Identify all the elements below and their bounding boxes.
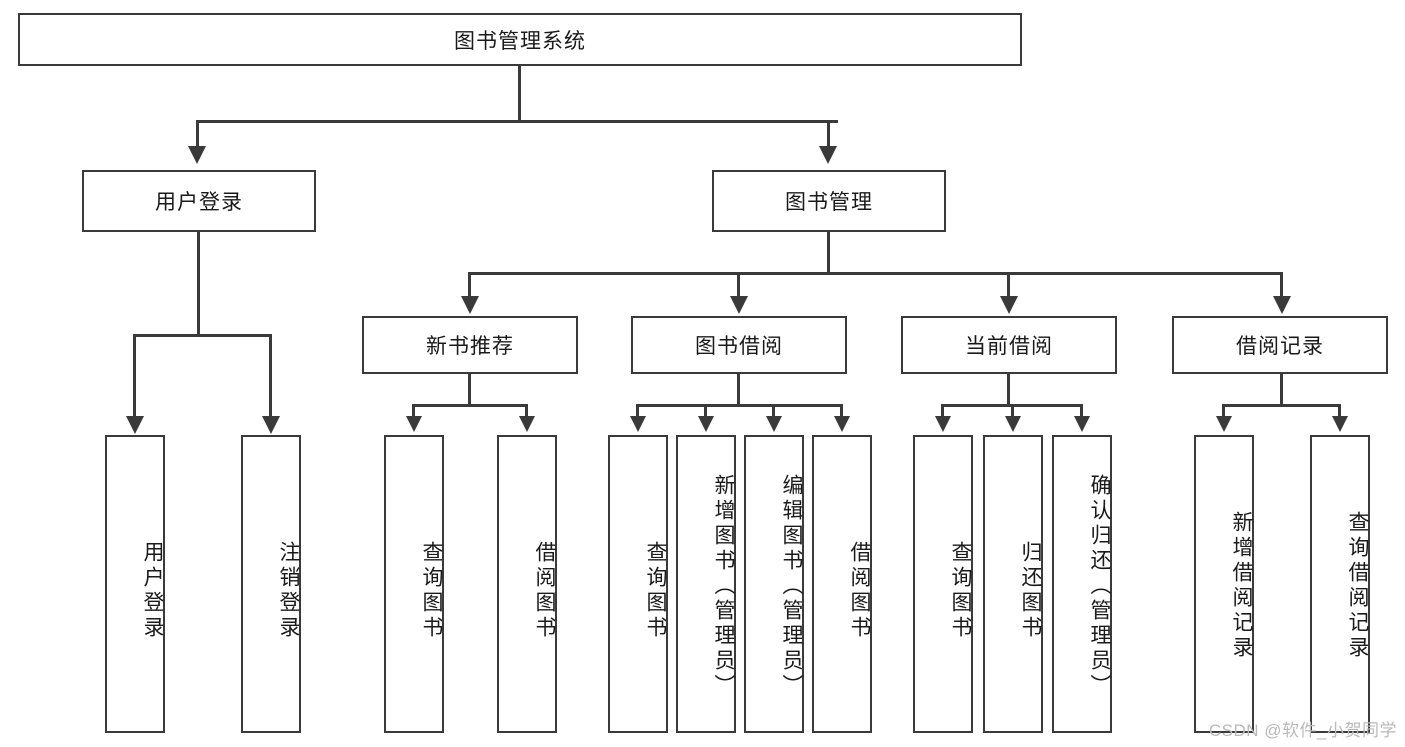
node-label: 图书借阅 xyxy=(695,335,783,358)
node-label: 当前借阅 xyxy=(965,335,1053,358)
connector-root-to-book-manage xyxy=(827,120,830,148)
node-label: 查询借阅记录 xyxy=(1346,511,1369,661)
leaf-current-query-book[interactable]: 查询图书 xyxy=(913,435,973,733)
node-label: 借阅记录 xyxy=(1236,335,1324,358)
arrow-records-leaf-2 xyxy=(1332,416,1348,432)
arrow-current-leaf-2 xyxy=(1005,416,1021,432)
connector-current-drop-2 xyxy=(1011,404,1014,418)
connector-current-drop-3 xyxy=(1080,404,1083,418)
node-current-borrow[interactable]: 当前借阅 xyxy=(901,316,1117,374)
leaf-recommend-query-book[interactable]: 查询图书 xyxy=(384,435,444,733)
connector-root-bus xyxy=(196,120,838,123)
connector-user-login-drop-2 xyxy=(269,334,272,418)
leaf-borrow-query-book[interactable]: 查询图书 xyxy=(608,435,668,733)
node-label: 查询图书 xyxy=(420,541,443,641)
node-label: 查询图书 xyxy=(644,541,667,641)
leaf-borrow-edit-book-admin[interactable]: 编辑图书（管理员） xyxy=(744,435,804,733)
leaf-borrow-borrow-book[interactable]: 借阅图书 xyxy=(812,435,872,733)
connector-records-bus xyxy=(1222,404,1341,407)
arrow-current-leaf-3 xyxy=(1074,416,1090,432)
arrow-root-to-user-login xyxy=(188,146,206,164)
arrow-book-manage-child-2 xyxy=(730,296,748,314)
connector-borrow-drop-2 xyxy=(704,404,707,418)
node-label: 图书管理系统 xyxy=(454,29,586,53)
connector-records-stem xyxy=(1280,374,1283,406)
arrow-borrow-leaf-4 xyxy=(834,416,850,432)
connector-current-bus xyxy=(941,404,1080,407)
connector-book-manage-drop-1 xyxy=(468,272,471,298)
connector-current-drop-1 xyxy=(941,404,944,418)
node-label: 查询图书 xyxy=(949,541,972,641)
connector-borrow-drop-4 xyxy=(840,404,843,418)
node-label: 新增图书（管理员） xyxy=(712,473,735,699)
node-root-system[interactable]: 图书管理系统 xyxy=(18,13,1022,66)
connector-records-drop-1 xyxy=(1222,404,1225,418)
connector-user-login-bus xyxy=(133,334,272,337)
node-label: 新书推荐 xyxy=(426,335,514,358)
arrow-borrow-leaf-2 xyxy=(698,416,714,432)
leaf-records-add-record[interactable]: 新增借阅记录 xyxy=(1194,435,1254,733)
node-book-management[interactable]: 图书管理 xyxy=(712,170,946,232)
leaf-borrow-add-book-admin[interactable]: 新增图书（管理员） xyxy=(676,435,736,733)
connector-user-login-drop-1 xyxy=(133,334,136,418)
node-new-book-recommend[interactable]: 新书推荐 xyxy=(362,316,578,374)
connector-book-manage-drop-2 xyxy=(737,272,740,298)
arrow-recommend-leaf-2 xyxy=(519,416,535,432)
arrow-current-leaf-1 xyxy=(935,416,951,432)
node-label: 借阅图书 xyxy=(533,541,556,641)
leaf-user-login[interactable]: 用户登录 xyxy=(105,435,165,733)
arrow-borrow-leaf-3 xyxy=(766,416,782,432)
csdn-watermark: CSDN @软件_小贺同学 xyxy=(1208,721,1397,740)
connector-root-stem xyxy=(518,66,521,122)
node-label: 注销登录 xyxy=(277,541,300,641)
node-book-borrow[interactable]: 图书借阅 xyxy=(631,316,847,374)
node-label: 确认归还（管理员） xyxy=(1088,473,1111,699)
arrow-book-manage-child-1 xyxy=(461,296,479,314)
connector-borrow-drop-1 xyxy=(636,404,639,418)
connector-current-stem xyxy=(1007,374,1010,406)
connector-recommend-bus xyxy=(412,404,528,407)
connector-borrow-bus xyxy=(636,404,843,407)
arrow-book-manage-child-3 xyxy=(1000,296,1018,314)
connector-book-manage-drop-4 xyxy=(1280,272,1283,298)
arrow-records-leaf-1 xyxy=(1216,416,1232,432)
node-label: 图书管理 xyxy=(785,191,873,214)
node-label: 新增借阅记录 xyxy=(1230,511,1253,661)
leaf-logout-login[interactable]: 注销登录 xyxy=(241,435,301,733)
connector-records-drop-2 xyxy=(1338,404,1341,418)
node-label: 用户登录 xyxy=(155,191,243,214)
connector-borrow-drop-3 xyxy=(772,404,775,418)
connector-book-manage-bus xyxy=(468,272,1283,275)
node-label: 借阅图书 xyxy=(848,541,871,641)
arrow-root-to-book-manage xyxy=(819,146,837,164)
arrow-book-manage-child-4 xyxy=(1273,296,1291,314)
connector-root-to-user-login xyxy=(196,120,199,148)
connector-recommend-drop-1 xyxy=(412,404,415,418)
connector-recommend-drop-2 xyxy=(525,404,528,418)
connector-book-manage-stem xyxy=(827,232,830,274)
leaf-current-return-book[interactable]: 归还图书 xyxy=(983,435,1043,733)
node-borrow-records[interactable]: 借阅记录 xyxy=(1172,316,1388,374)
connector-user-login-stem xyxy=(197,232,200,336)
node-label: 用户登录 xyxy=(141,541,164,641)
node-label: 归还图书 xyxy=(1019,541,1042,641)
arrow-user-login-leaf-2 xyxy=(262,416,280,434)
arrow-borrow-leaf-1 xyxy=(630,416,646,432)
connector-book-manage-drop-3 xyxy=(1007,272,1010,298)
node-user-login[interactable]: 用户登录 xyxy=(82,170,316,232)
arrow-user-login-leaf-1 xyxy=(126,416,144,434)
leaf-recommend-borrow-book[interactable]: 借阅图书 xyxy=(497,435,557,733)
leaf-records-query-record[interactable]: 查询借阅记录 xyxy=(1310,435,1370,733)
node-label: 编辑图书（管理员） xyxy=(780,473,803,699)
leaf-current-confirm-return-admin[interactable]: 确认归还（管理员） xyxy=(1052,435,1112,733)
connector-borrow-stem xyxy=(737,374,740,406)
connector-recommend-stem xyxy=(468,374,471,406)
arrow-recommend-leaf-1 xyxy=(406,416,422,432)
